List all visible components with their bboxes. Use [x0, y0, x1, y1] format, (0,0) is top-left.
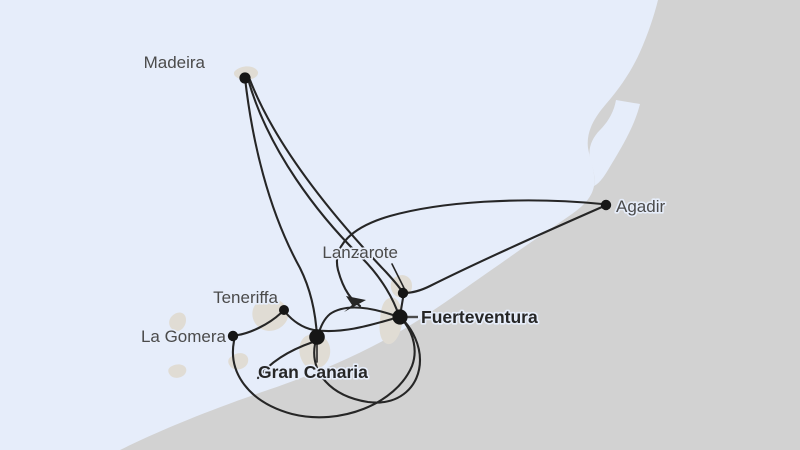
la-palma-island [169, 312, 186, 332]
port-dot-la-gomera[interactable] [227, 330, 239, 342]
route-madeira-gran-canaria [243, 76, 319, 339]
port-label-gran-canaria[interactable]: Gran Canaria [256, 360, 369, 383]
route-fuerteventura-gran-canaria-north [316, 306, 395, 338]
port-label-madeira[interactable]: Madeira [142, 51, 207, 73]
port-label-agadir[interactable]: Agadir [614, 195, 667, 217]
port-dot-lanzarote[interactable] [397, 287, 409, 299]
el-hierro-island [168, 364, 187, 378]
port-label-lanzarote[interactable]: Lanzarote [321, 241, 400, 263]
route-la-gomera-south-arc [231, 321, 416, 419]
port-dot-fuerteventura[interactable] [392, 309, 408, 325]
route-agadir-gran-canaria-arc [335, 199, 604, 308]
routes-layer [231, 76, 604, 419]
route-madeira-fuerteventura-outer [246, 77, 401, 318]
route-teneriffa-la-gomera [236, 311, 283, 337]
route-gran-canaria-west-lower [256, 340, 315, 380]
direction-arrow [344, 296, 366, 312]
teneriffa-island [252, 298, 289, 331]
port-dot-gran-canaria[interactable] [309, 329, 325, 345]
route-gran-canaria-south-loop [313, 320, 422, 404]
port-label-la-gomera[interactable]: La Gomera [139, 325, 228, 347]
port-dot-agadir[interactable] [600, 199, 612, 211]
port-dot-madeira[interactable] [239, 72, 251, 84]
port-label-teneriffa[interactable]: Teneriffa [211, 286, 280, 308]
label-leader-lines [316, 263, 405, 363]
route-direction-arrow [344, 296, 366, 312]
route-agadir-lanzarote [402, 205, 604, 295]
agadir-bay-inlet [589, 100, 640, 186]
landmass-layer [120, 0, 800, 450]
lanzarote-leader [391, 263, 405, 289]
port-dot-teneriffa[interactable] [279, 305, 289, 315]
port-label-fuerteventura[interactable]: Fuerteventura [419, 305, 539, 328]
port-markers-layer [227, 72, 612, 345]
route-madeira-lanzarote [248, 78, 405, 295]
